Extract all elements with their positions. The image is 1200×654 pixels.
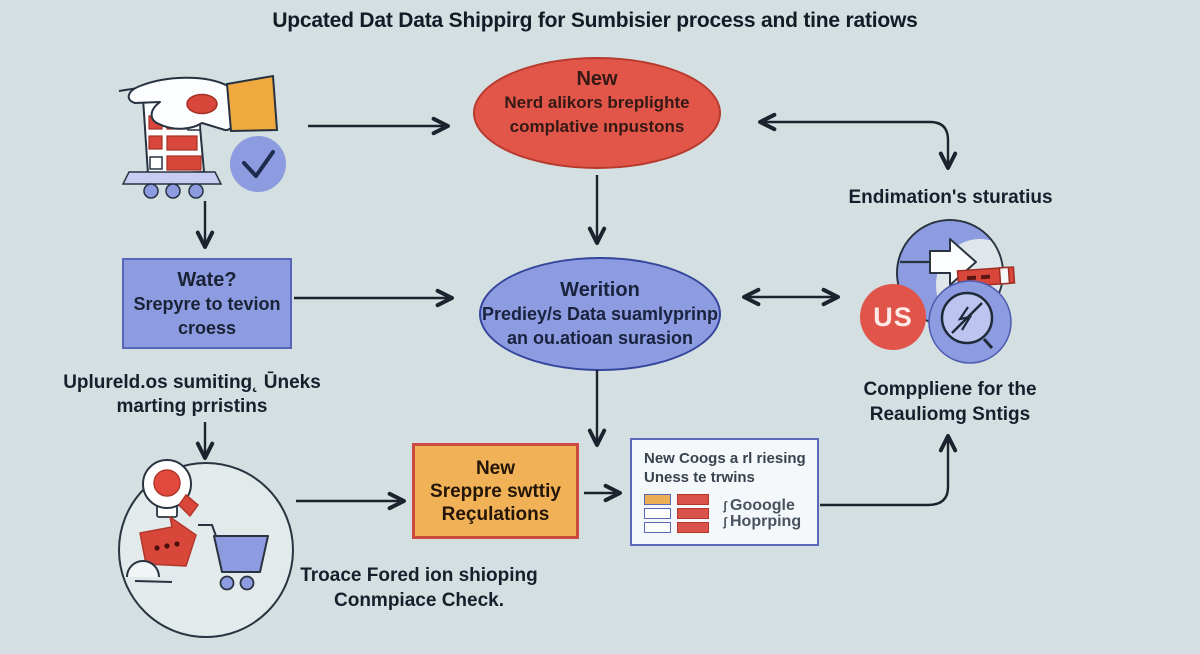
node-line: complative ınpustons [509,117,685,136]
hand-icon [127,76,236,132]
magnifier-icon [142,459,200,518]
node-line: Srepyre to tevion [133,293,281,314]
node-wate: Wate? Srepyre to tevion croess [122,258,292,349]
node-werition: Werition Prediey/s Data suamlyprinp an o… [479,257,721,371]
node-line: Prediey/s Data suamlyprinp [481,304,719,324]
check-icon [230,136,286,192]
node-new-alerts: New Nerd alikors breplighte complative ı… [473,57,721,169]
search-carts-icon [118,459,294,638]
label-line: Conmpiace Check. [334,590,504,611]
label-uplureld: Uplureld.os sumiting˛ Ūneks marting prri… [53,371,331,419]
held-item [186,93,218,115]
hand-cart-checklist-icon [118,74,286,199]
us-badge-label: US [873,301,913,332]
brace-mark: ʃ [723,498,727,513]
blue-cart-icon [198,524,269,591]
swatch-white [644,522,671,533]
label-endimation: Endimation's sturatius [828,186,1073,210]
arrow-redellipse-endimation-elbow [758,112,958,170]
swatch-orange [644,494,671,505]
cart-platform [121,171,223,185]
label-line: Uplureld.os sumiting˛ Ūneks [63,372,321,393]
swatch-red [677,508,709,519]
legend-line: New Coogs a rl riesing [644,450,806,467]
swatch-red [677,494,709,505]
cart-wheels [143,183,204,199]
page-title: Upcated Dat Data Shippirg for Sumbisier … [272,9,918,32]
sleeve-shape [225,74,279,133]
swatch-red [677,522,709,533]
brand-hoprping: Hoprping [730,512,802,530]
label-line: Endimation's sturatius [848,187,1053,208]
brand-google: Gooogle [730,496,795,514]
label-line: marting prristins [116,396,268,417]
label-comppliene: Comppliene for the Reauliomg Sntigs [826,377,1074,427]
node-line: Sreppre swttiy [430,480,561,502]
node-title: New [576,68,618,90]
shipping-restriction-icons [896,219,1016,364]
label-troace: Troace Fored ion shioping Conmpiace Chec… [288,563,550,613]
legend-swatches-col2 [677,494,709,533]
us-badge: US [860,284,926,350]
legend-line: Uness te trwins [644,469,755,486]
restricted-circle-icon [928,280,1012,364]
node-title: New [475,457,516,479]
red-basket-icon [126,516,197,583]
node-line: Reçulations [441,503,550,525]
node-title: Wate? [177,268,237,291]
node-line: croess [177,317,237,338]
label-line: Comppliene for the [863,379,1037,400]
node-line: Nerd alikors breplighte [504,93,690,112]
node-new-regulations: New Sreppre swttiy Reçulations [412,443,579,539]
brace-mark: ʃ [723,514,727,529]
node-legend-box: New Coogs a rl riesing Uness te trwins ʃ… [630,438,819,546]
label-line: Reauliomg Sntigs [869,404,1031,425]
node-line: an ou.atioan surasion [506,328,694,348]
node-title: Werition [560,279,640,301]
legend-swatches-col1 [644,494,671,533]
arrow-whitebox-to-comppliene-elbow [820,434,958,507]
swatch-white [644,508,671,519]
label-line: Troace Fored ion shioping [300,565,538,586]
